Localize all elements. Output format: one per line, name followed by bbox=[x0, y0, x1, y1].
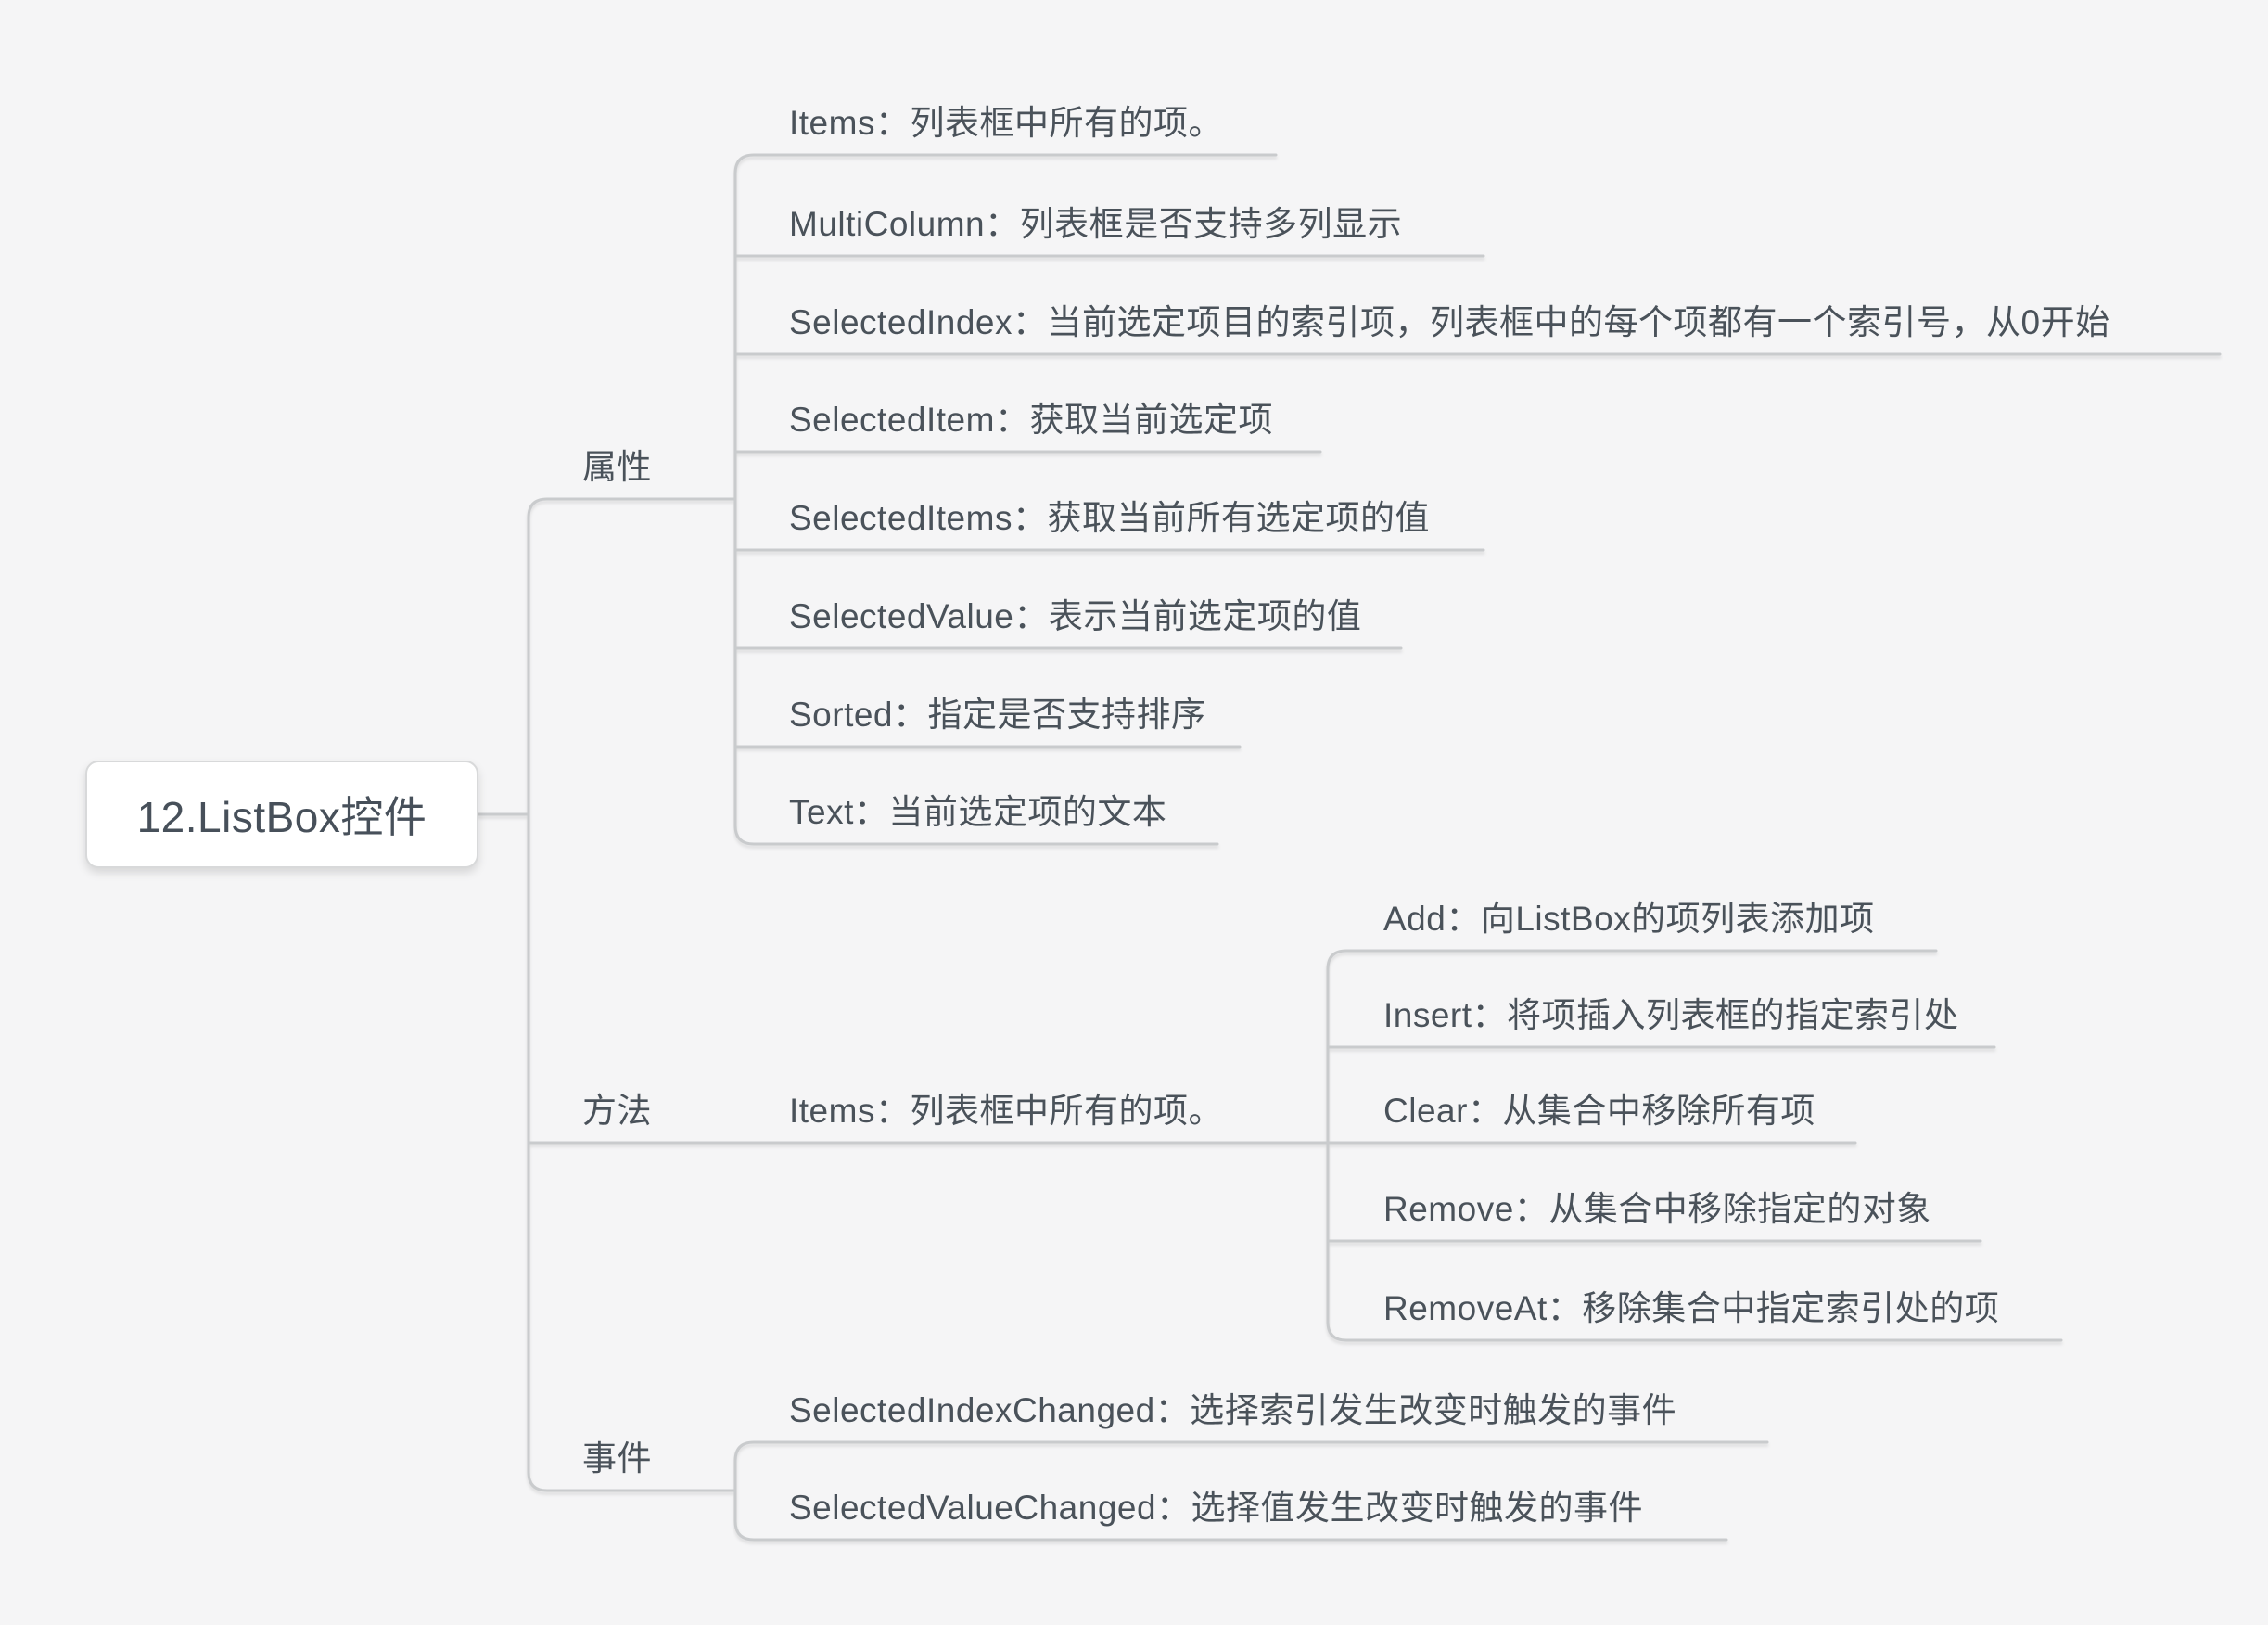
topic-method-removeat[interactable]: RemoveAt：移除集合中指定索引处的项 bbox=[1383, 1289, 2000, 1327]
topic-method-clear[interactable]: Clear：从集合中移除所有项 bbox=[1383, 1092, 1816, 1130]
topic-event-selectedvaluechanged[interactable]: SelectedValueChanged：选择值发生改变时触发的事件 bbox=[789, 1489, 1644, 1527]
events-children-spine bbox=[733, 1440, 1769, 1542]
main-trunk-line bbox=[527, 497, 737, 1492]
topic-method-add[interactable]: Add：向ListBox的项列表添加项 bbox=[1383, 900, 1875, 938]
topic-methods[interactable]: 方法 bbox=[582, 1092, 652, 1130]
topic-method-remove[interactable]: Remove：从集合中移除指定的对象 bbox=[1383, 1190, 1931, 1228]
topic-property-items[interactable]: Items：列表框中所有的项。 bbox=[789, 104, 1223, 142]
topic-property-selecteditem[interactable]: SelectedItem：获取当前选定项 bbox=[789, 401, 1273, 439]
methods-children-spine bbox=[1326, 949, 2063, 1342]
topic-method-insert[interactable]: Insert：将项插入列表框的指定索引处 bbox=[1383, 996, 1959, 1034]
topic-events[interactable]: 事件 bbox=[582, 1439, 652, 1478]
topic-properties[interactable]: 属性 bbox=[582, 448, 652, 486]
topic-property-sorted[interactable]: Sorted：指定是否支持排序 bbox=[789, 696, 1206, 734]
topic-property-selectedvalue[interactable]: SelectedValue：表示当前选定项的值 bbox=[789, 597, 1362, 635]
topic-property-selectedindex[interactable]: SelectedIndex：当前选定项目的索引项，列表框中的每个项都有一个索引号… bbox=[789, 303, 2110, 341]
root-topic[interactable]: 12.ListBox控件 bbox=[85, 761, 478, 868]
topic-method-items[interactable]: Items：列表框中所有的项。 bbox=[789, 1092, 1223, 1130]
topic-property-multicolumn[interactable]: MultiColumn：列表框是否支持多列显示 bbox=[789, 205, 1403, 243]
topic-property-selecteditems[interactable]: SelectedItems：获取当前所有选定项的值 bbox=[789, 499, 1430, 537]
properties-children-spine bbox=[733, 153, 1278, 846]
topic-property-text[interactable]: Text：当前选定项的文本 bbox=[789, 793, 1167, 831]
root-topic-label: 12.ListBox控件 bbox=[136, 793, 427, 841]
topic-event-selectedindexchanged[interactable]: SelectedIndexChanged：选择索引发生改变时触发的事件 bbox=[789, 1391, 1677, 1429]
